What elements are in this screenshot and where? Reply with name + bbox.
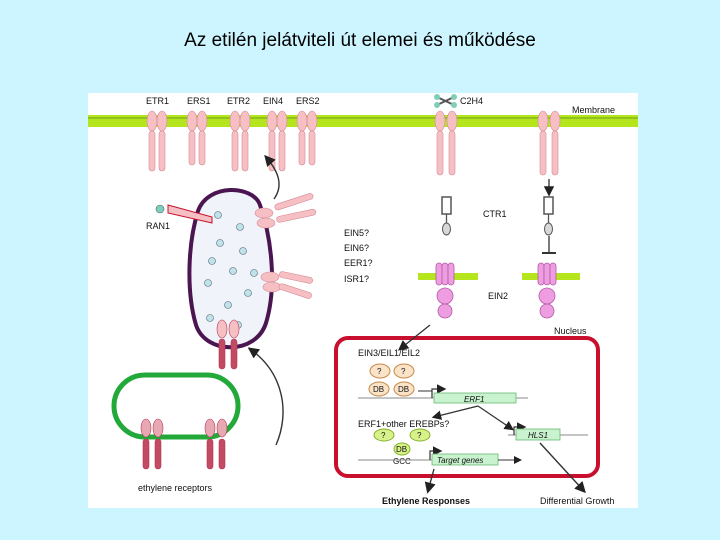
erf1-dimer — [373, 428, 431, 456]
arrow-to-differential-growth — [539, 442, 586, 494]
receptor-dimer-ers1 — [186, 110, 208, 166]
nucleus — [334, 336, 600, 478]
hls1-gene — [515, 428, 561, 441]
membrane-label: Membrane — [572, 105, 615, 115]
vesicle-receptors — [254, 193, 317, 299]
ctr1-kinase-right — [543, 196, 554, 236]
ein2-label: EIN2 — [488, 291, 508, 301]
receptor-label-etr2: ETR2 — [227, 96, 250, 106]
ein3-db2: DB — [398, 385, 409, 394]
ligand-label: C2H4 — [460, 96, 483, 106]
ctr1-kinase — [441, 196, 452, 236]
er-receptor-group — [140, 418, 228, 470]
receptor-dimer-etr1 — [146, 110, 168, 172]
ein2-channel — [435, 262, 455, 319]
target-genes-label: Target genes — [437, 456, 483, 465]
vesicle-bottom-receptors — [216, 319, 240, 370]
ein2-channel-right — [537, 262, 557, 319]
slide-title: Az etilén jelátviteli út elemei és működ… — [184, 30, 536, 51]
hls1-promoter-icon — [513, 422, 527, 435]
ran1-label: RAN1 — [146, 221, 170, 231]
arrow-er-to-vesicle — [247, 347, 284, 446]
ctr1-inhibition-icon — [542, 236, 556, 254]
candidate-ein5: EIN5? — [344, 228, 369, 238]
ran1-transporter — [155, 204, 213, 224]
ein3-q1: ? — [377, 367, 382, 376]
receptor-label-ein4: EIN4 — [263, 96, 283, 106]
arrow-vesicle-to-membrane — [264, 154, 280, 200]
candidate-eer1: EER1? — [344, 258, 373, 268]
receptor-dimer-ers2 — [296, 110, 318, 166]
gcc-box-label: GCC — [393, 457, 411, 466]
candidate-isr1: ISR1? — [344, 274, 369, 284]
ethylene-receptors-label: ethylene receptors — [138, 483, 213, 493]
erf1-db: DB — [396, 445, 407, 454]
receptor-label-ers1: ERS1 — [187, 96, 211, 106]
receptor-label-etr1: ETR1 — [146, 96, 169, 106]
erf1-family-label: ERF1+other EREBPs? — [358, 419, 449, 429]
receptor-dimer-right — [537, 110, 561, 176]
hls1-gene-label: HLS1 — [528, 431, 548, 440]
ein3-dimer — [368, 363, 415, 397]
ethylene-responses-label: Ethylene Responses — [382, 496, 470, 506]
receptor-label-ers2: ERS2 — [296, 96, 320, 106]
ctr1-label: CTR1 — [483, 209, 507, 219]
ethylene-pathway-diagram: Membrane ETR1 ERS1 ETR2 EIN4 ERS2 C2H4 — [88, 93, 638, 508]
erf1-q2: ? — [417, 431, 422, 440]
ein3-db1: DB — [373, 385, 384, 394]
arrow-to-ethylene-responses — [424, 468, 436, 494]
arrow-ein2-to-nucleus — [397, 324, 431, 351]
erf1-gene-label: ERF1 — [464, 395, 484, 404]
nucleus-label: Nucleus — [554, 326, 587, 336]
erf1-promoter-icon — [431, 384, 447, 398]
target-promoter-icon — [429, 446, 443, 460]
ein3-q2: ? — [401, 367, 406, 376]
erf1-q1: ? — [381, 431, 386, 440]
erf1-gene — [433, 392, 517, 404]
candidate-ein6: EIN6? — [344, 243, 369, 253]
ein3-family-label: EIN3/EIL1/EIL2 — [358, 348, 420, 358]
differential-growth-label: Differential Growth — [540, 496, 614, 506]
ethylene-molecule-icon — [434, 94, 457, 108]
receptor-dimer-etr2 — [229, 110, 251, 172]
arrow-erf1-product — [431, 405, 479, 420]
arrow-erf1-to-hls1 — [477, 405, 514, 431]
er-ring — [111, 372, 241, 440]
receptor-dimer-bound — [434, 110, 458, 176]
